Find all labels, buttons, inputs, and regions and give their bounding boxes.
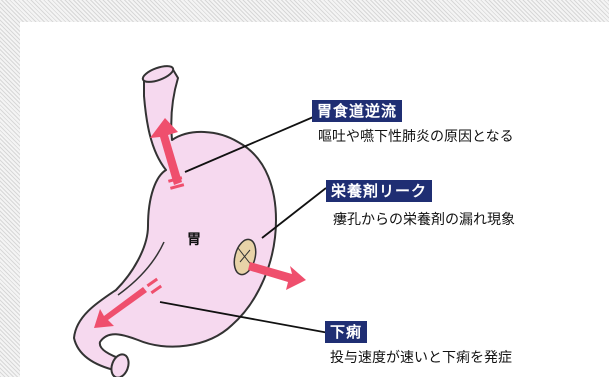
leak-title: 栄養剤リーク — [326, 180, 432, 202]
stomach-label: 胃 — [187, 229, 201, 249]
reflux-title: 胃食道逆流 — [312, 100, 402, 122]
leak-description: 瘻孔からの栄養剤の漏れ現象 — [333, 211, 515, 229]
reflux-description: 嘔吐や嚥下性肺炎の原因となる — [318, 128, 514, 146]
diarrhea-description: 投与速度が速いと下痢を発症 — [330, 349, 512, 367]
diarrhea-title: 下痢 — [325, 321, 367, 343]
